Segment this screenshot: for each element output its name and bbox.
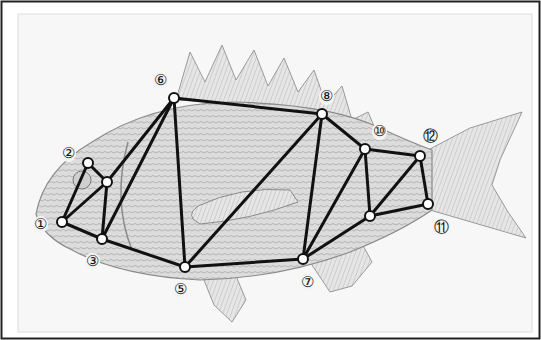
callout-number: ⑩ xyxy=(372,123,387,140)
callout-number: ⑪ xyxy=(433,219,450,236)
callout-number: ② xyxy=(61,145,76,162)
callout-number: ⑥ xyxy=(153,72,168,89)
callout-number: ⑤ xyxy=(173,281,188,298)
callout-number: ③ xyxy=(85,253,100,270)
callout-number: ⑫ xyxy=(422,128,439,145)
truss-joints xyxy=(57,93,433,272)
callout-number: ① xyxy=(33,216,48,233)
callout-number: ⑦ xyxy=(300,274,315,291)
callout-number: ⑧ xyxy=(319,88,334,105)
truss-members xyxy=(62,98,428,267)
